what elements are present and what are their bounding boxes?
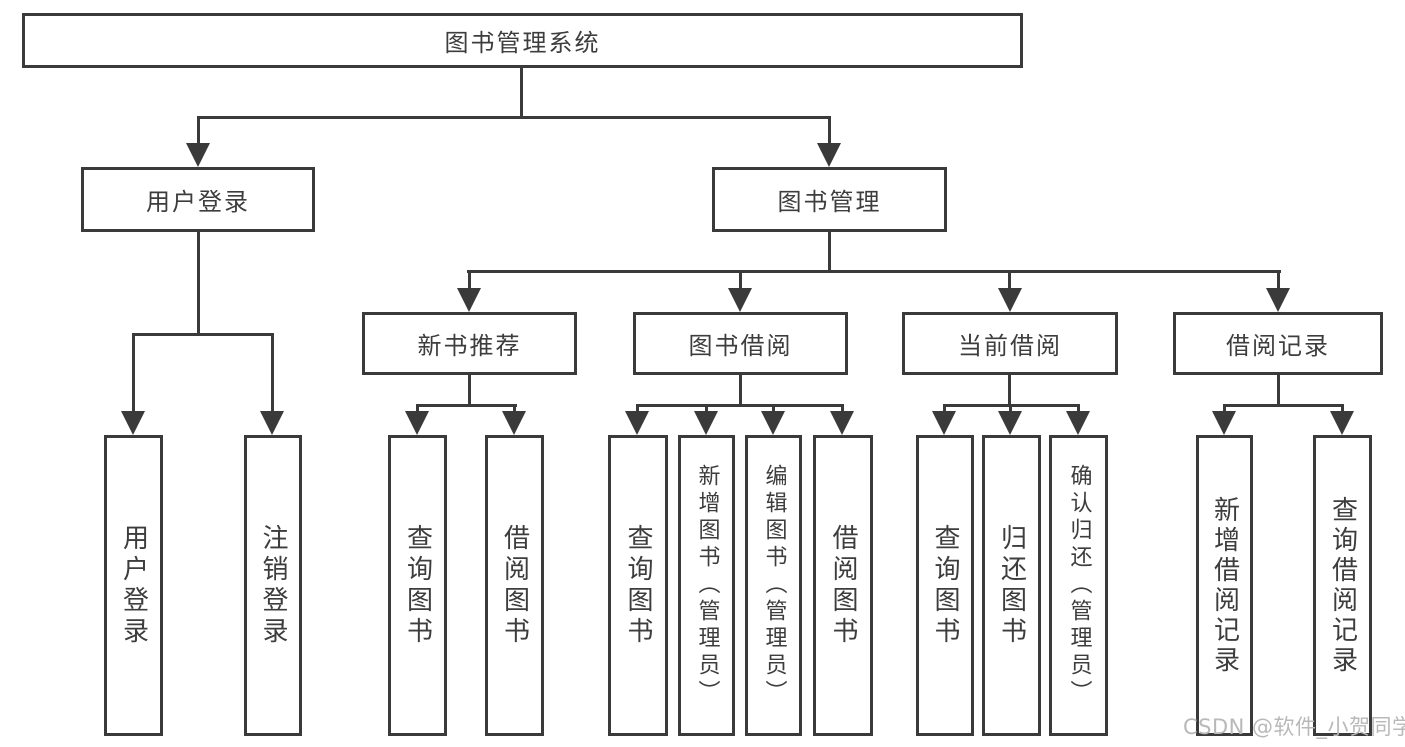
node-book-borrow: 图书借阅: [633, 312, 848, 375]
connector-line: [468, 374, 471, 407]
arrowhead-icon: [694, 411, 718, 435]
connector-line: [197, 116, 200, 146]
node-borrow-record: 借阅记录: [1173, 312, 1383, 375]
arrowhead-icon: [817, 143, 841, 167]
connector-line: [841, 404, 844, 414]
connector-line: [739, 374, 742, 407]
connector-line: [739, 270, 742, 292]
node-leaf-nbr-query-books: 查询图书: [388, 435, 447, 736]
node-leaf-nbr-borrow-books: 借阅图书: [485, 435, 544, 736]
arrowhead-icon: [1212, 411, 1236, 435]
arrowhead-icon: [998, 288, 1022, 312]
node-leaf-cb-confirm-return: 确认归还（管理员）: [1049, 435, 1108, 736]
connector-line: [828, 232, 831, 272]
node-current-borrow: 当前借阅: [902, 312, 1118, 375]
connector-line: [1009, 404, 1012, 414]
node-leaf-cb-query-books: 查询图书: [916, 435, 974, 736]
arrowhead-icon: [1266, 288, 1290, 312]
node-leaf-user-login: 用户登录: [104, 435, 163, 736]
arrowhead-icon: [830, 411, 854, 435]
connector-line: [1277, 270, 1280, 292]
connector-line: [1008, 270, 1011, 292]
arrowhead-icon: [186, 143, 210, 167]
connector-line: [197, 116, 831, 119]
arrowhead-icon: [625, 411, 649, 435]
node-leaf-logout: 注销登录: [244, 435, 302, 736]
arrowhead-icon: [457, 288, 481, 312]
connector-line: [467, 270, 1281, 273]
node-root: 图书管理系统: [22, 13, 1023, 68]
node-leaf-bb-add-books: 新增图书（管理员）: [678, 435, 735, 736]
connector-line: [468, 270, 471, 292]
arrowhead-icon: [761, 411, 785, 435]
node-leaf-bb-query-books: 查询图书: [608, 435, 668, 736]
node-leaf-cb-return-books: 归还图书: [982, 435, 1041, 736]
connector-line: [1341, 404, 1344, 414]
connector-line: [132, 333, 274, 336]
arrowhead-icon: [121, 411, 145, 435]
connector-line: [1277, 374, 1280, 407]
connector-line: [636, 404, 844, 407]
csdn-watermark: CSDN @软件_小贺同学: [1183, 715, 1405, 739]
arrowhead-icon: [1330, 411, 1354, 435]
arrowhead-icon: [1066, 411, 1090, 435]
connector-line: [1223, 404, 1226, 414]
node-book-management: 图书管理: [712, 167, 947, 232]
node-leaf-br-query-record: 查询借阅记录: [1313, 435, 1372, 736]
arrowhead-icon: [728, 288, 752, 312]
connector-line: [636, 404, 639, 414]
arrowhead-icon: [502, 411, 526, 435]
connector-line: [1008, 374, 1011, 407]
connector-line: [513, 404, 516, 414]
node-user-login: 用户登录: [81, 167, 315, 232]
connector-line: [705, 404, 708, 414]
arrowhead-icon: [998, 411, 1022, 435]
connector-line: [828, 116, 831, 146]
arrowhead-icon: [405, 411, 429, 435]
connector-line: [1223, 404, 1344, 407]
connector-line: [772, 404, 775, 414]
connector-line: [416, 404, 419, 414]
connector-line: [132, 333, 135, 413]
connector-line: [943, 404, 946, 414]
connector-line: [197, 232, 200, 336]
connector-line: [416, 404, 517, 407]
arrowhead-icon: [260, 411, 284, 435]
node-leaf-br-add-record: 新增借阅记录: [1196, 435, 1253, 736]
node-leaf-bb-edit-books: 编辑图书（管理员）: [745, 435, 802, 736]
connector-line: [520, 68, 523, 119]
connector-line: [1077, 404, 1080, 414]
connector-line: [271, 333, 274, 413]
node-new-book-recommend: 新书推荐: [362, 312, 577, 375]
node-leaf-bb-borrow-books: 借阅图书: [813, 435, 873, 736]
arrowhead-icon: [932, 411, 956, 435]
